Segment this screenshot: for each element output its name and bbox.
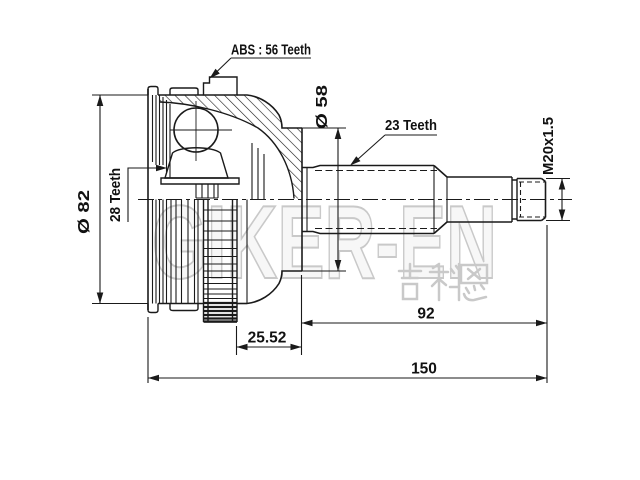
dim-boss-diameter: Ø 58 — [302, 85, 346, 272]
dim-thread-spec: M20x1.5 — [541, 117, 570, 222]
dim-text-abs-ring-offset: 25.52 — [248, 330, 287, 347]
label-outer-spline: 23 Teeth — [385, 118, 437, 134]
label-boss-diameter: Ø 58 — [314, 85, 331, 129]
watermark-cjk-glyphs — [397, 262, 489, 302]
label-inner-spline: 28 Teeth — [108, 168, 124, 222]
drive-shaft — [302, 164, 547, 235]
dim-text-shaft-length: 92 — [417, 306, 434, 323]
outer-race-section-hatch — [160, 95, 302, 199]
dim-shaft-length: 92 — [301, 225, 548, 383]
watermark: GIKER-EN — [151, 184, 498, 302]
inner-race-section — [164, 147, 229, 179]
cage-bar — [160, 177, 240, 185]
ball-and-inner-race — [160, 101, 265, 199]
dim-overall-length: 150 — [147, 317, 547, 383]
dim-abs-ring-offset: 25.52 — [235, 275, 303, 355]
cv-joint-housing — [147, 85, 308, 314]
abs-tone-ring — [202, 76, 238, 323]
callout-abs-ring: ABS : 56 Teeth — [209, 43, 311, 79]
label-body-diameter: Ø 82 — [76, 190, 93, 234]
threaded-end — [517, 177, 547, 222]
abs-ring-teeth — [203, 209, 237, 323]
abs-ring-section — [202, 76, 238, 96]
dim-body-diameter: Ø 82 — [76, 94, 148, 305]
dim-text-overall-length: 150 — [411, 361, 437, 378]
callout-outer-spline: 23 Teeth — [350, 118, 437, 166]
label-thread-spec: M20x1.5 — [541, 117, 557, 175]
label-abs-ring: ABS : 56 Teeth — [231, 43, 311, 59]
callout-inner-spline: 28 Teeth — [108, 164, 167, 222]
inner-race-stem — [195, 184, 219, 199]
dimension-lines: Ø 82 28 Teeth ABS : 56 Teeth Ø 58 23 Tee… — [76, 43, 570, 383]
watermark-brand-text: GIKER-EN — [152, 185, 497, 301]
